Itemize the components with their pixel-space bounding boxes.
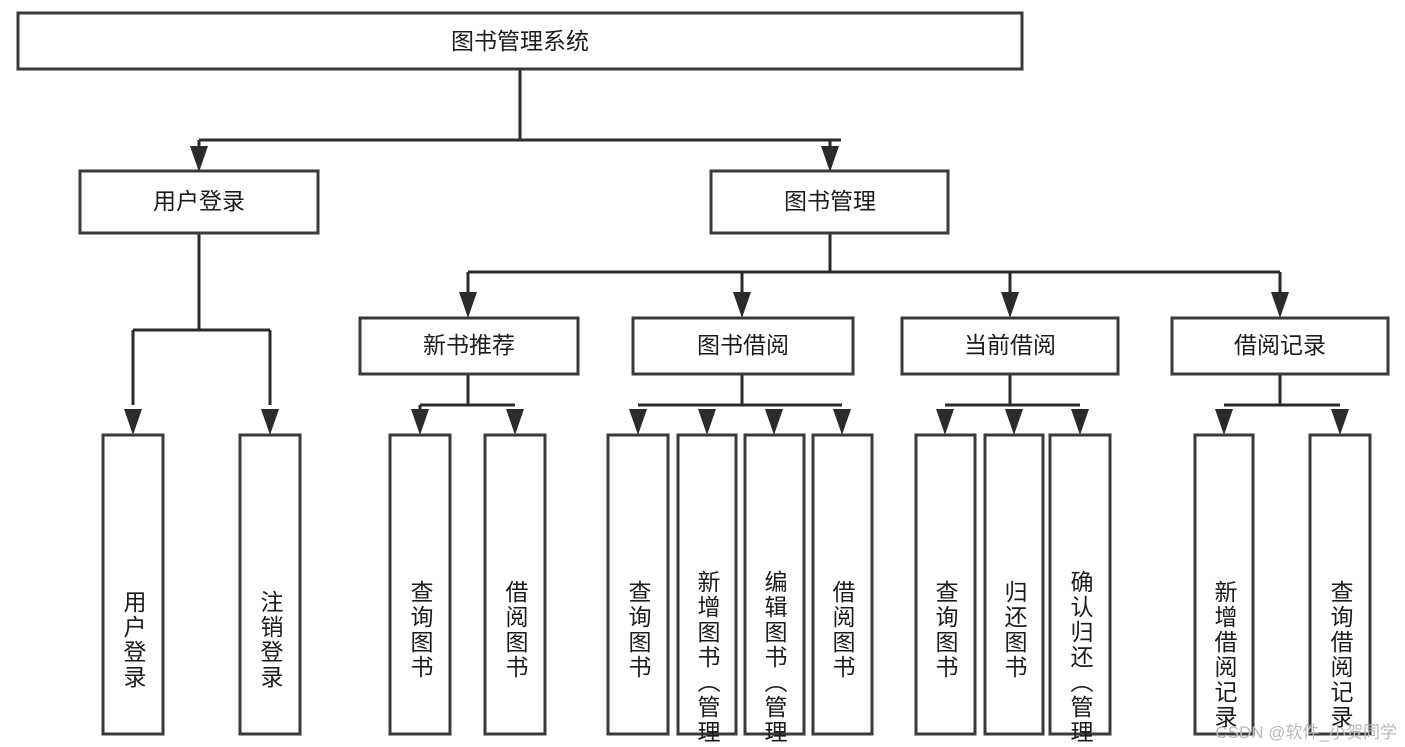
book-borrow-box[interactable] (631, 316, 855, 376)
arrow-currentborrow-leaf-2 (1005, 409, 1023, 435)
leaf-add-borrow-record[interactable]: 新增借阅记录 (1193, 433, 1255, 736)
leaf-box[interactable] (811, 433, 874, 736)
leaf-box[interactable] (606, 433, 670, 736)
leaf-query-book-borrow[interactable]: 查询图书 (606, 433, 670, 736)
node-book-management[interactable]: 图书管理 (709, 169, 950, 235)
current-borrow-label: 当前借阅 (964, 332, 1056, 358)
leaf-label: 借阅图书 (829, 580, 856, 680)
leaf-edit-book-admin[interactable]: 编辑图书（管理员） (743, 433, 806, 747)
arrow-newbook-leaf-2 (506, 409, 524, 435)
leaf-box[interactable] (743, 433, 806, 736)
leaf-logout[interactable]: 注销登录 (238, 433, 302, 736)
leaf-box[interactable] (1048, 433, 1112, 736)
leaf-label: 用户登录 (120, 590, 147, 690)
leaf-borrow-book-newbook[interactable]: 借阅图书 (483, 433, 547, 736)
leaf-confirm-return-admin[interactable]: 确认归还（管理员） (1048, 433, 1112, 747)
arrow-bookborrow-leaf-3 (765, 409, 783, 435)
arrow-to-new-book-recommend (459, 292, 477, 318)
arrow-borrowrecord-leaf-1 (1215, 409, 1233, 435)
leaf-borrow-book[interactable]: 借阅图书 (811, 433, 874, 736)
leaf-box[interactable] (483, 433, 547, 736)
new-book-recommend-box[interactable] (358, 316, 580, 376)
arrow-to-book-management (821, 146, 839, 172)
arrow-currentborrow-leaf-1 (936, 409, 954, 435)
leaf-box[interactable] (983, 433, 1045, 736)
arrow-to-leaf-user-login (124, 409, 142, 435)
edge-borrowrecord-to-leaves (1224, 374, 1340, 407)
node-root[interactable]: 图书管理系统 (16, 11, 1024, 71)
arrow-to-current-borrow (1001, 292, 1019, 318)
leaf-label: 查询图书 (932, 580, 959, 680)
arrow-bookborrow-leaf-4 (833, 409, 851, 435)
leaf-user-login[interactable]: 用户登录 (101, 433, 165, 736)
node-book-borrow[interactable]: 图书借阅 (631, 316, 855, 376)
leaf-label: 查询图书 (407, 580, 434, 680)
leaf-label: 新增图书（管理员） (694, 570, 721, 747)
leaf-add-book-admin[interactable]: 新增图书（管理员） (676, 433, 738, 747)
edge-root-to-level2-bus (197, 69, 841, 160)
leaf-label: 编辑图书（管理员） (761, 570, 788, 747)
leaf-box[interactable] (914, 433, 977, 736)
arrow-to-borrow-record (1271, 292, 1289, 318)
arrow-to-book-borrow (733, 292, 751, 318)
leaf-query-book-newbook[interactable]: 查询图书 (388, 433, 452, 736)
arrow-bookborrow-leaf-2 (698, 409, 716, 435)
leaf-query-book-current[interactable]: 查询图书 (914, 433, 977, 736)
arrow-currentborrow-leaf-3 (1071, 409, 1089, 435)
leaf-box[interactable] (101, 433, 165, 736)
edge-layer (124, 69, 1349, 435)
leaf-box[interactable] (238, 433, 302, 736)
leaf-box[interactable] (1193, 433, 1255, 736)
leaf-query-borrow-record[interactable]: 查询借阅记录 (1308, 433, 1372, 736)
node-user-login[interactable]: 用户登录 (78, 169, 320, 235)
edge-userlogin-to-leaves (131, 233, 272, 405)
leaf-label: 归还图书 (1001, 580, 1028, 680)
leaf-box[interactable] (1308, 433, 1372, 736)
arrow-to-user-login (190, 146, 208, 172)
node-borrow-record[interactable]: 借阅记录 (1170, 316, 1390, 376)
new-book-recommend-label: 新书推荐 (423, 332, 515, 358)
book-management-label: 图书管理 (784, 188, 876, 214)
node-current-borrow[interactable]: 当前借阅 (900, 316, 1120, 376)
current-borrow-box[interactable] (900, 316, 1120, 376)
leaf-box[interactable] (676, 433, 738, 736)
borrow-record-box[interactable] (1170, 316, 1390, 376)
leaf-label: 注销登录 (257, 590, 284, 690)
root-label: 图书管理系统 (451, 28, 589, 54)
root-box[interactable] (16, 11, 1024, 71)
edge-bookborrow-to-leaves (638, 374, 842, 407)
arrow-newbook-leaf-1 (411, 409, 429, 435)
leaf-label: 借阅图书 (502, 580, 529, 680)
arrow-borrowrecord-leaf-2 (1331, 409, 1349, 435)
arrow-bookborrow-leaf-1 (629, 409, 647, 435)
leaf-box[interactable] (388, 433, 452, 736)
borrow-record-label: 借阅记录 (1234, 332, 1326, 358)
book-borrow-label: 图书借阅 (697, 332, 789, 358)
leaf-return-book[interactable]: 归还图书 (983, 433, 1045, 736)
edge-bookmgmt-to-level3-bus (466, 233, 1282, 292)
edge-newbook-to-leaves (418, 374, 515, 412)
arrow-to-leaf-logout (261, 409, 279, 435)
leaf-label: 查询图书 (625, 580, 652, 680)
node-new-book-recommend[interactable]: 新书推荐 (358, 316, 580, 376)
leaf-label: 查询借阅记录 (1327, 580, 1354, 730)
edge-currentborrow-to-leaves (945, 374, 1080, 407)
user-login-label: 用户登录 (153, 188, 245, 214)
leaf-label: 新增借阅记录 (1211, 580, 1238, 730)
leaf-label: 确认归还（管理员） (1067, 570, 1094, 747)
user-login-box[interactable] (78, 169, 320, 235)
book-management-box[interactable] (709, 169, 950, 235)
